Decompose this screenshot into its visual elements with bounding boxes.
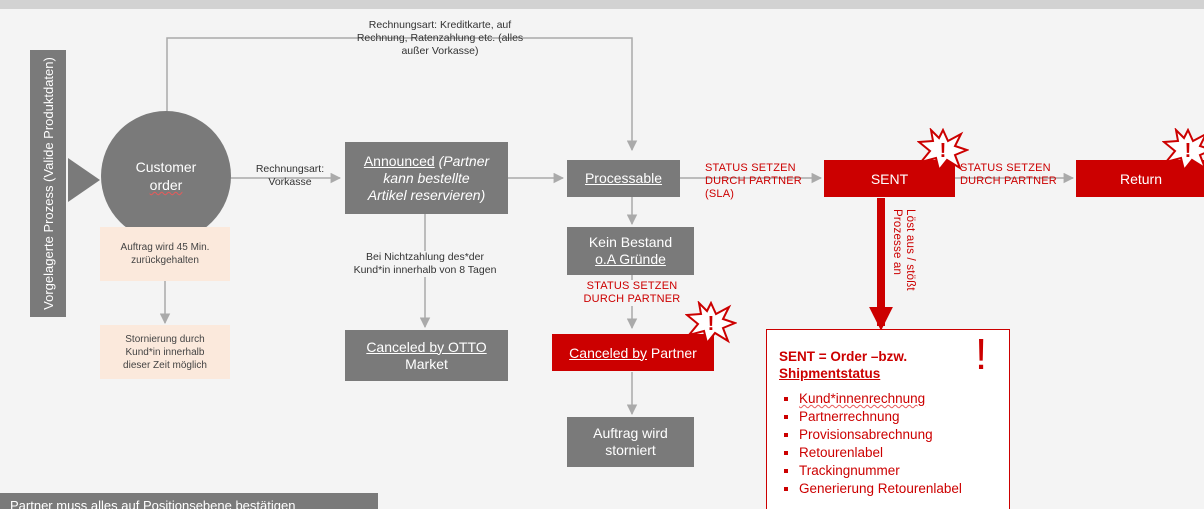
sent-info-box: SENT = Order –bzw. Shipmentstatus ! Kund… <box>766 329 1010 509</box>
upstream-process-bar: Vorgelagerte Prozess (Valide Produktdate… <box>30 50 66 317</box>
cancel-note: Stornierung durch Kund*in innerhalb dies… <box>100 325 230 379</box>
footer-note: Partner muss alles auf Positionsebene be… <box>0 493 378 509</box>
status-setzen-sla-line1: STATUS SETZEN <box>705 162 796 174</box>
svg-text:!: ! <box>708 313 715 335</box>
sent-info-item: Kund*innenrechnung <box>784 390 999 408</box>
canceled-partner-part1: Canceled by <box>569 344 647 361</box>
sent-node[interactable]: SENT <box>824 160 955 197</box>
vorkasse-label-line1: Rechnungsart: <box>255 163 325 175</box>
sent-info-item: Retourenlabel <box>784 444 999 462</box>
nonpayment-label: Bei Nichtzahlung des*der Kund*in innerha… <box>330 251 520 277</box>
status-setzen-label-2: STATUS SETZEN DURCH PARTNER <box>960 162 1057 188</box>
left-bar-arrow <box>68 158 100 202</box>
customer-order-line2: order <box>149 177 183 193</box>
status-setzen-label-3: STATUS SETZEN DURCH PARTNER <box>574 280 690 306</box>
upstream-process-label: Vorgelagerte Prozess (Valide Produktdate… <box>40 57 56 310</box>
status-setzen-sla-line2: DURCH PARTNER <box>705 175 802 187</box>
nonpayment-label-line1: Bei Nichtzahlung des*der <box>366 251 484 263</box>
nonpayment-label-line2: Kund*in innerhalb von 8 Tagen <box>353 264 497 276</box>
sent-info-item: Provisionsabrechnung <box>784 426 999 444</box>
announced-line2: kann bestellte <box>383 169 470 186</box>
auftrag-storniert-line2: storniert <box>605 442 656 458</box>
status-setzen-2-line1: STATUS SETZEN <box>960 162 1051 174</box>
auftrag-storniert-line1: Auftrag wird <box>593 425 668 441</box>
announced-line3: Artikel reservieren) <box>367 186 486 203</box>
canceled-otto-part2: Market <box>405 355 448 372</box>
lost-aus-label: Löst aus / stößt Prozesse an <box>891 209 916 291</box>
kein-bestand-node[interactable]: Kein Bestand o.A Gründe <box>567 227 694 275</box>
canceled-by-otto-node[interactable]: Canceled by OTTO Market <box>345 330 508 381</box>
status-setzen-2-line2: DURCH PARTNER <box>960 175 1057 187</box>
cancel-note-line1: Stornierung durch <box>125 333 205 345</box>
sent-info-item: Trackingnummer <box>784 462 999 480</box>
alert-burst-icon: ! <box>1162 128 1204 172</box>
kein-bestand-line1: Kein Bestand <box>588 234 673 250</box>
auftrag-storniert-node[interactable]: Auftrag wird storniert <box>567 417 694 467</box>
canceled-otto-part1: Canceled by OTTO <box>366 338 487 355</box>
return-node[interactable]: Return <box>1076 160 1204 197</box>
top-route-label: Rechnungsart: Kreditkarte, auf Rechnung,… <box>320 19 560 58</box>
top-route-label-line1: Rechnungsart: Kreditkarte, auf <box>368 19 512 31</box>
footer-text: Partner muss alles auf Positionsebene be… <box>10 498 296 509</box>
vorkasse-label-line2: Vorkasse <box>268 176 312 188</box>
kein-bestand-line2: o.A Gründe <box>595 251 666 267</box>
status-setzen-3-line1: STATUS SETZEN <box>586 280 678 292</box>
top-route-label-line3: außer Vorkasse) <box>401 45 479 57</box>
cancel-note-line2: Kund*in innerhalb <box>125 346 205 358</box>
vorkasse-label: Rechnungsart: Vorkasse <box>244 163 336 189</box>
processable-label: Processable <box>584 170 663 186</box>
sent-info-list: Kund*innenrechnung Partnerrechnung Provi… <box>779 390 999 498</box>
status-setzen-sla-line3: (SLA) <box>705 188 735 200</box>
customer-order-line1: Customer <box>135 159 197 175</box>
top-route-line <box>166 37 638 152</box>
sent-info-title-line2: Shipmentstatus <box>779 366 881 381</box>
sent-info-title: SENT = Order –bzw. Shipmentstatus <box>779 348 999 382</box>
status-setzen-sla-label: STATUS SETZEN DURCH PARTNER (SLA) <box>705 162 802 201</box>
status-setzen-3-line2: DURCH PARTNER <box>583 293 681 305</box>
alert-burst-icon: ! <box>685 301 737 345</box>
sent-info-item: Generierung Retourenlabel <box>784 480 999 498</box>
return-label: Return <box>1119 170 1163 187</box>
hold-note-line2: zurückgehalten <box>131 255 199 266</box>
svg-text:!: ! <box>1185 140 1192 162</box>
sent-info-exclamation: ! <box>975 330 988 379</box>
svg-text:!: ! <box>940 140 947 162</box>
cancel-note-line3: dieser Zeit möglich <box>123 359 207 371</box>
sent-info-item: Partnerrechnung <box>784 408 999 426</box>
canceled-partner-part2: Partner <box>647 344 697 361</box>
hold-note-line1: Auftrag wird 45 Min. <box>120 242 210 253</box>
announced-node[interactable]: Announced (Partner kann bestellte Artike… <box>345 142 508 214</box>
hold-note: Auftrag wird 45 Min. zurückgehalten <box>100 227 230 281</box>
alert-burst-icon: ! <box>917 128 969 172</box>
sent-info-title-line1: SENT = Order –bzw. <box>779 349 908 364</box>
announced-title: Announced <box>363 152 435 169</box>
canceled-by-partner-node[interactable]: Canceled by Partner <box>552 334 714 371</box>
processable-node[interactable]: Processable <box>567 160 680 197</box>
announced-line1: (Partner <box>434 152 490 169</box>
customer-order-node[interactable]: Customer order <box>101 111 231 241</box>
sent-label: SENT <box>870 170 909 187</box>
top-route-label-line2: Rechnung, Ratenzahlung etc. (alles <box>356 32 524 44</box>
